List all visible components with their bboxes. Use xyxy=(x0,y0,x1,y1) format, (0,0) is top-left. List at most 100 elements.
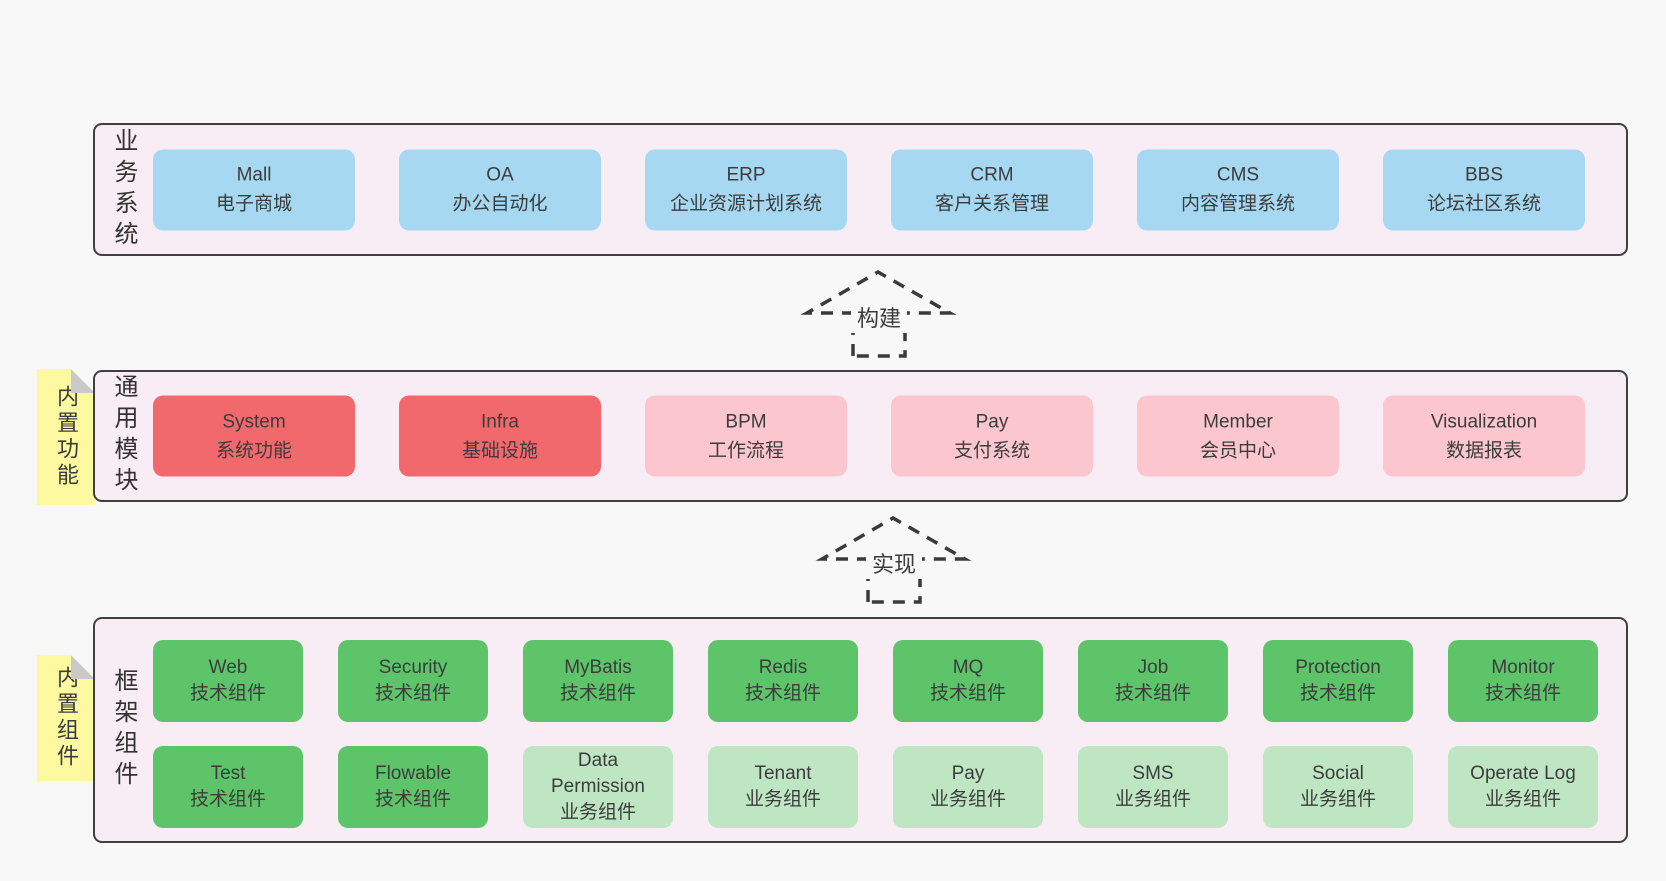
box-pay: Pay 支付系统 xyxy=(891,395,1093,477)
box-subtitle: 工作流程 xyxy=(707,440,784,461)
box-subtitle: 系统功能 xyxy=(215,440,292,461)
box-title: OA xyxy=(486,164,514,186)
box-title: Member xyxy=(1203,411,1273,432)
box-subtitle: 业务组件 xyxy=(929,789,1006,810)
note-label: 内置组件 xyxy=(54,666,79,770)
box-subtitle: 技术组件 xyxy=(1299,683,1376,704)
box-subtitle: 业务组件 xyxy=(744,789,821,810)
builtin-components-note: 内置组件 xyxy=(37,655,95,781)
folded-corner-icon xyxy=(71,369,95,393)
box-system: System 系统功能 xyxy=(153,395,355,477)
business-systems-panel: 业务系统 Mall 电子商城 OA 办公自动化 ERP 企业资源计划系统 CRM… xyxy=(93,123,1628,256)
box-redis: Redis 技术组件 xyxy=(708,640,858,722)
common-modules-panel: 通用模块 System 系统功能 Infra 基础设施 BPM 工作流程 Pay… xyxy=(93,370,1628,502)
box-title: Flowable xyxy=(374,763,452,784)
box-subtitle: 业务组件 xyxy=(1299,789,1376,810)
box-subtitle: 支付系统 xyxy=(953,440,1030,461)
box-visualization: Visualization 数据报表 xyxy=(1383,395,1585,477)
box-subtitle: 技术组件 xyxy=(1484,683,1561,704)
box-security: Security 技术组件 xyxy=(338,640,488,722)
box-title: Tenant xyxy=(754,763,812,784)
box-subtitle: 会员中心 xyxy=(1199,440,1276,461)
box-subtitle: 论坛社区系统 xyxy=(1426,193,1541,215)
box-title: ERP xyxy=(726,164,766,186)
box-cms: CMS 内容管理系统 xyxy=(1137,149,1339,230)
box-title: Redis xyxy=(758,657,808,678)
framework-components-panel: 框架组件 Web 技术组件 Security 技术组件 MyBatis 技术组件… xyxy=(93,617,1628,843)
box-protection: Protection 技术组件 xyxy=(1263,640,1413,722)
box-bbs: BBS 论坛社区系统 xyxy=(1383,149,1585,230)
build-arrow xyxy=(800,269,957,358)
box-operate-log: Operate Log 业务组件 xyxy=(1448,746,1598,828)
box-pay-biz: Pay 业务组件 xyxy=(893,746,1043,828)
box-title: CRM xyxy=(970,164,1014,186)
box-flowable: Flowable 技术组件 xyxy=(338,746,488,828)
box-subtitle: 基础设施 xyxy=(461,440,538,461)
box-subtitle: 办公自动化 xyxy=(452,193,548,215)
box-mall: Mall 电子商城 xyxy=(153,149,355,230)
box-title: CMS xyxy=(1216,164,1260,186)
box-subtitle: 内容管理系统 xyxy=(1180,193,1295,215)
builtin-features-note: 内置功能 xyxy=(37,369,95,505)
box-mq: MQ 技术组件 xyxy=(893,640,1043,722)
box-subtitle: 技术组件 xyxy=(559,683,636,704)
box-subtitle: 业务组件 xyxy=(559,802,636,823)
box-subtitle: 企业资源计划系统 xyxy=(669,193,822,215)
box-web: Web 技术组件 xyxy=(153,640,303,722)
box-subtitle: 技术组件 xyxy=(374,683,451,704)
box-data-permission: Data Permission 业务组件 xyxy=(523,746,673,828)
box-job: Job 技术组件 xyxy=(1078,640,1228,722)
box-subtitle: 客户关系管理 xyxy=(934,193,1049,215)
box-title: Web xyxy=(208,657,248,678)
box-monitor: Monitor 技术组件 xyxy=(1448,640,1598,722)
panel-label: 框架组件 xyxy=(110,668,137,792)
box-title: BPM xyxy=(725,411,767,432)
business-row: Mall 电子商城 OA 办公自动化 ERP 企业资源计划系统 CRM 客户关系… xyxy=(153,149,1585,230)
box-crm: CRM 客户关系管理 xyxy=(891,149,1093,230)
box-social: Social 业务组件 xyxy=(1263,746,1413,828)
components-row-1: Web 技术组件 Security 技术组件 MyBatis 技术组件 Redi… xyxy=(153,640,1598,722)
box-subtitle: 业务组件 xyxy=(1484,789,1561,810)
box-title: MyBatis xyxy=(564,657,632,678)
box-oa: OA 办公自动化 xyxy=(399,149,601,230)
box-bpm: BPM 工作流程 xyxy=(645,395,847,477)
components-row-2: Test 技术组件 Flowable 技术组件 Data Permission … xyxy=(153,746,1598,828)
box-title: Security xyxy=(378,657,448,678)
implement-arrow-label: 实现 xyxy=(866,551,922,579)
note-label: 内置功能 xyxy=(54,385,79,489)
box-subtitle: 技术组件 xyxy=(929,683,1006,704)
box-title: SMS xyxy=(1132,763,1174,784)
box-subtitle: 电子商城 xyxy=(215,193,292,215)
box-title: Operate Log xyxy=(1470,763,1576,784)
box-subtitle: 技术组件 xyxy=(189,789,266,810)
box-title: Data Permission xyxy=(551,750,645,797)
box-mybatis: MyBatis 技术组件 xyxy=(523,640,673,722)
box-title: BBS xyxy=(1464,164,1504,186)
box-subtitle: 技术组件 xyxy=(744,683,821,704)
box-tenant: Tenant 业务组件 xyxy=(708,746,858,828)
box-title: Protection xyxy=(1295,657,1381,678)
box-title: Pay xyxy=(951,763,985,784)
box-subtitle: 技术组件 xyxy=(189,683,266,704)
box-infra: Infra 基础设施 xyxy=(399,395,601,477)
box-title: Pay xyxy=(975,411,1009,432)
box-title: Mall xyxy=(236,164,272,186)
implement-arrow xyxy=(815,515,972,604)
box-title: Job xyxy=(1137,657,1169,678)
box-title: Visualization xyxy=(1430,411,1538,432)
panel-label: 业务系统 xyxy=(110,127,137,252)
box-title: MQ xyxy=(952,657,984,678)
box-title: Test xyxy=(210,763,246,784)
box-title: System xyxy=(222,411,286,432)
box-erp: ERP 企业资源计划系统 xyxy=(645,149,847,230)
panel-label: 通用模块 xyxy=(110,374,137,498)
folded-corner-icon xyxy=(71,655,95,679)
box-subtitle: 技术组件 xyxy=(374,789,451,810)
box-title: Social xyxy=(1312,763,1364,784)
box-title: Monitor xyxy=(1491,657,1555,678)
box-title: Infra xyxy=(480,411,520,432)
box-subtitle: 数据报表 xyxy=(1445,440,1522,461)
box-test: Test 技术组件 xyxy=(153,746,303,828)
box-member: Member 会员中心 xyxy=(1137,395,1339,477)
